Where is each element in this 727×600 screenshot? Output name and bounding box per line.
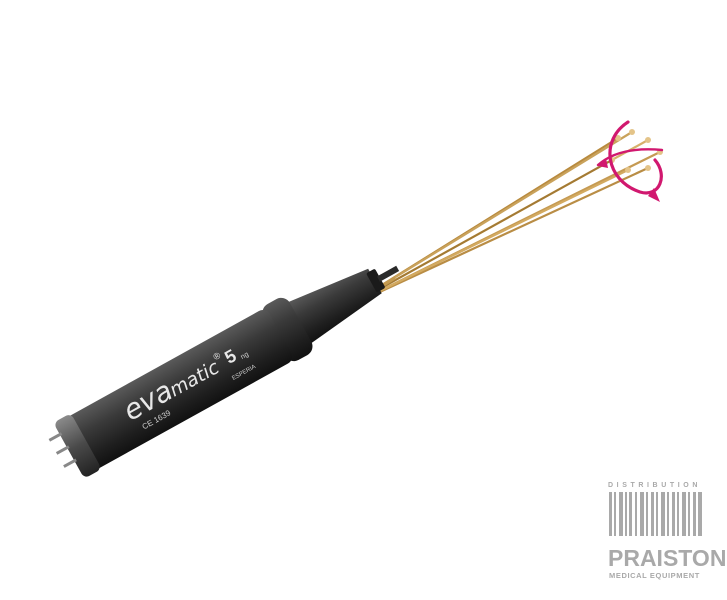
handpiece: eva matic ® 5 ng CE 1639 ESPERIA: [48, 265, 400, 477]
distributor-tagline: MEDICAL EQUIPMENT: [609, 571, 700, 580]
praiston-logo: DISTRIBUTION PRAISTON MEDICAL EQUIPMENT: [608, 482, 726, 580]
distributor-name: PRAISTON: [608, 545, 726, 571]
distribution-label: DISTRIBUTION: [608, 482, 701, 489]
registered-mark: ®: [211, 350, 222, 362]
rotation-arrow-icon: [596, 120, 664, 202]
model-suffix: ng: [240, 351, 250, 361]
cannula-bundle: [339, 129, 663, 314]
barcode-icon: [609, 492, 702, 536]
